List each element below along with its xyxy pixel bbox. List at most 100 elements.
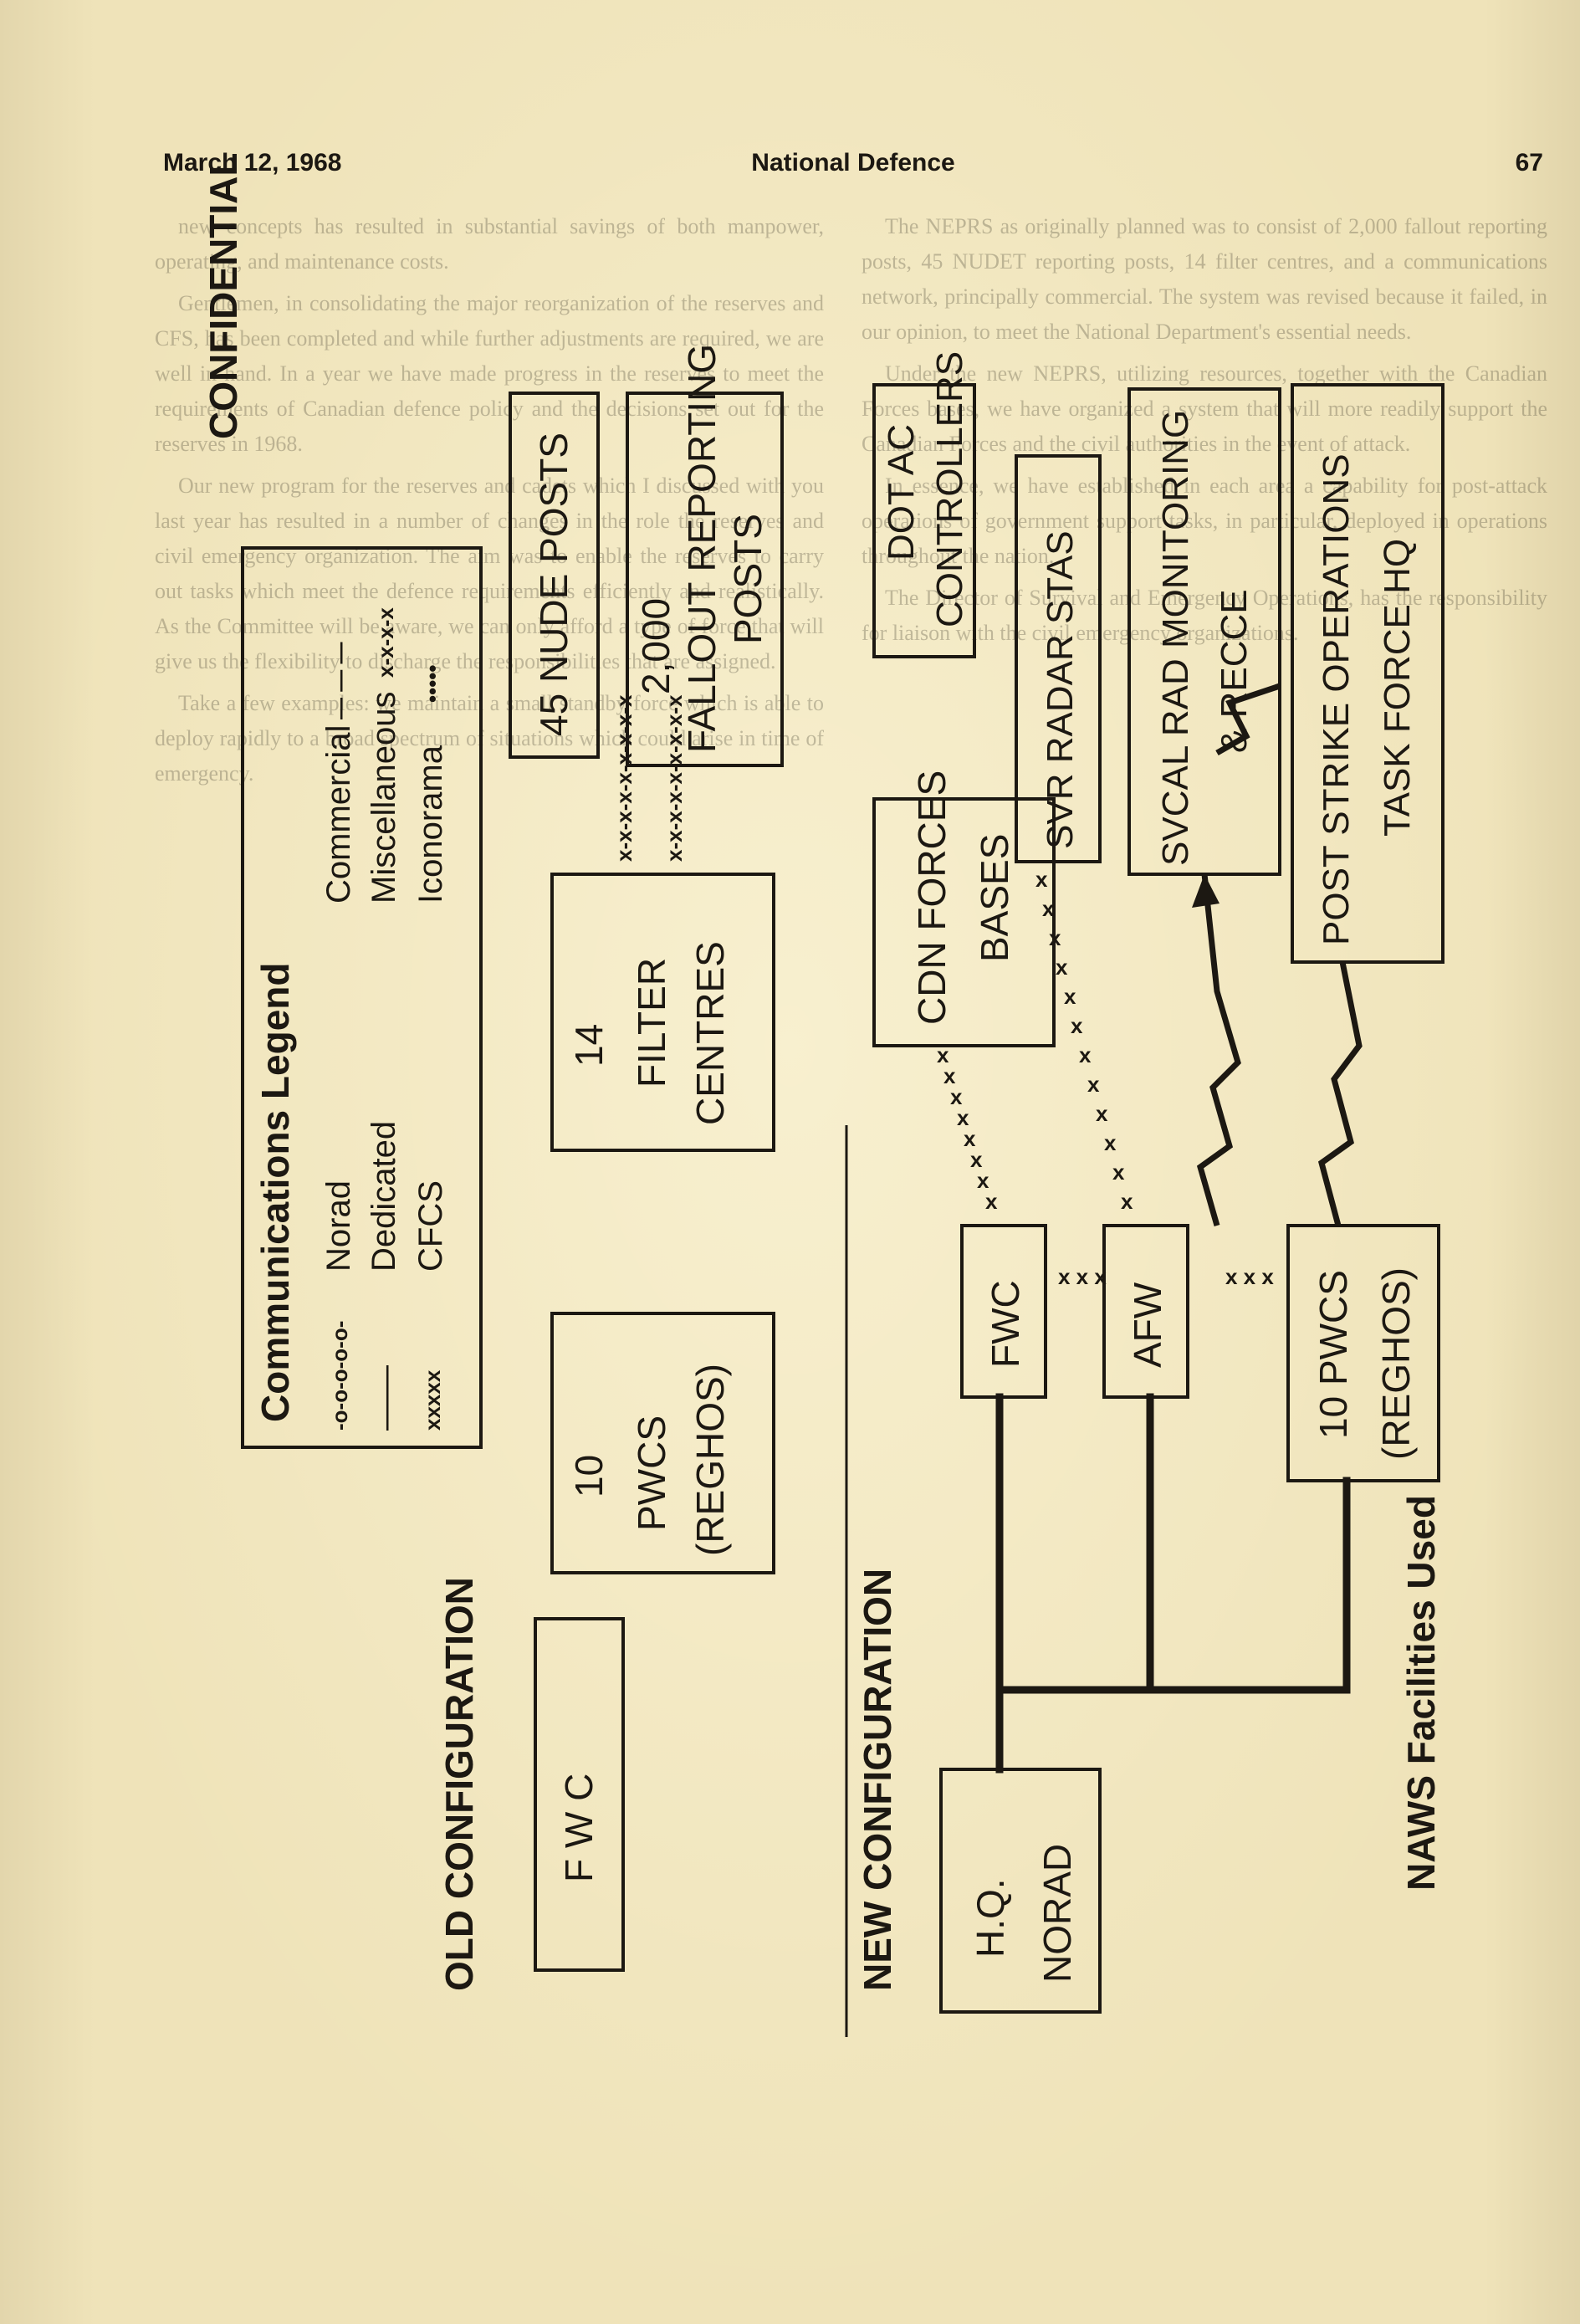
legend-label-norad: Norad (320, 1180, 357, 1272)
new-box-svcal-line1: SVCAL RAD MONITORING (1155, 410, 1196, 866)
new-box-hq-norad (939, 1768, 1102, 2014)
svg-text:x: x (964, 1126, 976, 1151)
old-box-fwc (534, 1617, 625, 1972)
new-box-post-strike-operations (1291, 383, 1444, 964)
legend-label-miscellaneous: Miscellaneous (366, 692, 402, 903)
paragraph: The NEPRS as originally planned was to c… (862, 214, 1547, 344)
new-box-svr-radar-stas (1015, 454, 1102, 863)
new-box-dot-line2: CONTROLLERS (929, 351, 970, 627)
svg-text:x: x (1087, 1072, 1100, 1097)
paragraph: new concepts has resulted in substantial… (155, 214, 824, 274)
radio-link-pwcs-svcal (1196, 873, 1241, 1226)
legend-title: Communications Legend (253, 963, 297, 1422)
paragraph: Under the new NEPRS, utilizing resources… (862, 361, 1547, 456)
legend-symbol-commercial: — — — (327, 642, 352, 719)
old-box-filter-centres (550, 873, 775, 1152)
new-box-pwcs-line2: (REGHOS) (1374, 1267, 1418, 1460)
legend-label-cfcs: CFCS (412, 1180, 449, 1272)
svg-text:x: x (957, 1105, 969, 1130)
paragraph: Our new program for the reserves and cad… (155, 474, 824, 673)
new-box-cdn-line1: CDN FORCES (910, 770, 954, 1025)
paragraph: Gentlemen, in consolidating the major re… (155, 291, 824, 456)
header-page-number: 67 (1515, 149, 1543, 177)
radio-link-pwcs-post-strike (1317, 961, 1363, 1226)
old-box-filter-line1: 14 (567, 1024, 611, 1067)
new-box-post-strike-line1: POST STRIKE OPERATIONS (1316, 453, 1357, 945)
dedicated-line-hq-afw (995, 1393, 1154, 1774)
old-connector-nude: x-x-x-x-x-x-x-x-x (611, 694, 637, 862)
old-box-nude-posts (509, 392, 600, 759)
svg-text:x: x (943, 1063, 956, 1088)
new-box-post-strike-line2: TASK FORCE HQ (1377, 539, 1418, 837)
svg-text:x: x (1035, 867, 1048, 892)
header-date: March 12, 1968 (163, 149, 342, 177)
new-connector-fwc-afw: x x x (1058, 1264, 1107, 1289)
old-box-filter-line2: FILTER (630, 958, 673, 1088)
old-box-pwcs-line2: PWCS (630, 1415, 673, 1531)
old-box-fallout-line1: 2,000 (634, 598, 678, 694)
naws-footnote: NAWS Facilities Used (1399, 1495, 1443, 1891)
old-box-nude-posts-label: 45 NUDE POSTS (532, 433, 575, 736)
legend-symbol-iconorama: ••••• (420, 664, 445, 703)
old-box-fallout-posts (626, 392, 784, 767)
old-box-pwcs-line1: 10 (567, 1455, 611, 1497)
new-box-pwcs-line1: 10 PWCS (1312, 1270, 1355, 1439)
legend-label-dedicated: Dedicated (366, 1121, 402, 1272)
header-section-title: National Defence (751, 149, 955, 177)
svg-text:x: x (977, 1168, 989, 1193)
cfcs-chain-fwc-bases: xxx xxx xx (937, 1042, 998, 1214)
legend-symbol-dedicated: ——— (373, 1365, 398, 1431)
svg-text:x: x (937, 1042, 949, 1067)
paragraph: Take a few examples: we maintain a small… (155, 691, 824, 786)
new-box-dot-ac-controllers (872, 383, 976, 658)
svg-text:x: x (950, 1084, 963, 1109)
legend-label-commercial: Commercial (320, 725, 357, 903)
new-box-svcal-rad-monitoring (1127, 387, 1281, 876)
old-box-filter-line3: CENTRES (688, 941, 732, 1125)
svg-text:x: x (1096, 1101, 1108, 1126)
dedicated-line-pwcs (1146, 1477, 1351, 1694)
svg-text:x: x (1049, 925, 1061, 950)
new-box-cdn-forces-bases (872, 797, 1056, 1047)
svg-text:x: x (1064, 984, 1076, 1009)
legend-symbol-cfcs: xxxxx (420, 1369, 445, 1431)
legend-symbol-miscellaneous: x-x-x-x (373, 607, 398, 678)
old-box-fallout-line3: POSTS (726, 514, 770, 644)
svg-text:x: x (1121, 1189, 1133, 1214)
new-box-dot-line1: DOT AC (881, 424, 922, 561)
paragraph: The Director of Survival and Emergency O… (862, 586, 1547, 645)
svg-text:x: x (1071, 1013, 1083, 1038)
old-box-fwc-label: F W C (557, 1774, 601, 1882)
classification-stamp: CONFIDENTIAL (202, 153, 245, 439)
new-box-afw-label: AFW (1126, 1282, 1169, 1368)
radio-link-svcal-post-strike (1215, 683, 1281, 756)
page-header: March 12, 1968 National Defence 67 (163, 149, 1543, 191)
old-box-pwcs-line3: (REGHOS) (688, 1364, 732, 1556)
svg-text:x: x (1056, 955, 1068, 980)
new-box-fwc (960, 1224, 1047, 1399)
faint-text-column-left: new concepts has resulted in substantial… (155, 209, 824, 2165)
svg-text:x: x (970, 1147, 983, 1172)
svg-text:x: x (1079, 1042, 1092, 1067)
old-box-pwcs (550, 1312, 775, 1574)
new-box-svcal-line2: & RECCE (1214, 589, 1255, 753)
new-box-pwcs (1286, 1224, 1440, 1482)
old-connector-fallout: x-x-x-x-x-x-x-x-x (662, 694, 687, 862)
svg-text:x: x (985, 1189, 998, 1214)
old-box-fallout-line2: FALLOUT REPORTING (680, 344, 724, 753)
new-box-hq-line2: NORAD (1035, 1844, 1079, 1983)
new-box-hq-line1: H.Q. (969, 1878, 1012, 1958)
cfcs-chain-afw-radar: xxx xxx xxx xxx (1035, 867, 1133, 1214)
new-box-fwc-label: FWC (984, 1280, 1027, 1368)
svg-text:x: x (1112, 1159, 1125, 1185)
svg-text:x: x (1104, 1130, 1117, 1155)
legend-box (241, 546, 483, 1449)
new-box-cdn-line2: BASES (973, 834, 1016, 962)
new-connector-afw-pwcs: x x x (1225, 1264, 1274, 1289)
old-configuration-title: OLD CONFIGURATION (437, 1577, 481, 1991)
new-box-svr-label: SVR RADAR STAS (1040, 530, 1081, 849)
new-box-afw (1102, 1224, 1189, 1399)
svg-text:x: x (1042, 896, 1055, 921)
